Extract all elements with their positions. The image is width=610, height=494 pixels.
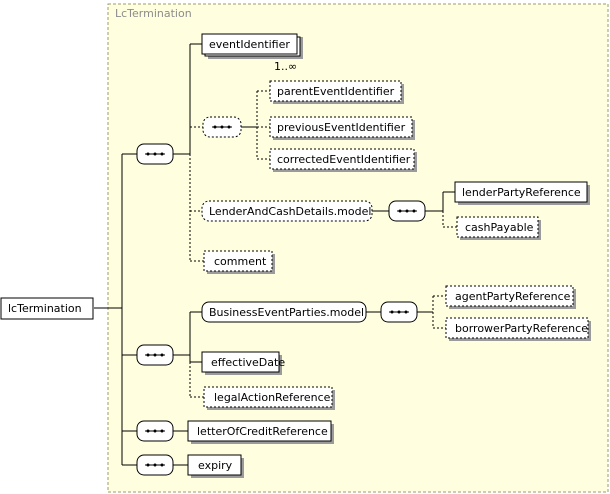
business-event-parties-model-label: BusinessEventParties.model	[209, 306, 364, 319]
sequence-compositor-2[interactable]	[136, 344, 174, 366]
effective-date-label: effectiveDate	[211, 356, 285, 369]
group-lender-and-cash-details-model[interactable]: LenderAndCashDetails.model	[201, 200, 373, 222]
element-borrower-party-reference[interactable]: borrowerPartyReference	[445, 317, 591, 341]
choice-compositor[interactable]	[202, 116, 242, 138]
lender-party-reference-label: lenderPartyReference	[462, 186, 581, 199]
sequence-compositor-4[interactable]	[136, 454, 174, 476]
element-corrected-event-identifier[interactable]: correctedEventIdentifier	[269, 148, 417, 172]
connectors	[94, 43, 457, 466]
multiplicity-label: 1..∞	[274, 60, 297, 73]
element-parent-event-identifier[interactable]: parentEventIdentifier	[269, 80, 404, 104]
expiry-label: expiry	[198, 459, 233, 472]
previous-event-identifier-label: previousEventIdentifier	[277, 121, 406, 134]
cash-payable-label: cashPayable	[465, 221, 534, 234]
sequence-compositor-1[interactable]	[136, 143, 174, 165]
lender-and-cash-details-model-label: LenderAndCashDetails.model	[209, 205, 371, 218]
element-cash-payable[interactable]: cashPayable	[456, 216, 541, 240]
letter-of-credit-reference-label: letterOfCreditReference	[197, 425, 328, 438]
group-business-event-parties-model[interactable]: BusinessEventParties.model	[201, 301, 367, 323]
root-element-lctermination[interactable]: lcTermination	[0, 297, 94, 320]
complex-type-container: LcTermination	[107, 3, 609, 493]
root-element-label: lcTermination	[8, 302, 82, 315]
parties-model-sequence-compositor[interactable]	[380, 301, 418, 323]
legal-action-reference-label: legalActionReference	[214, 391, 331, 404]
element-comment[interactable]: comment	[203, 250, 275, 274]
parent-event-identifier-label: parentEventIdentifier	[277, 85, 395, 98]
element-agent-party-reference[interactable]: agentPartyReference	[445, 285, 576, 309]
element-event-identifier[interactable]: eventIdentifier	[201, 33, 303, 59]
event-identifier-label: eventIdentifier	[209, 38, 290, 51]
sequence-compositor-3[interactable]	[136, 420, 174, 442]
agent-party-reference-label: agentPartyReference	[455, 290, 571, 303]
element-lender-party-reference[interactable]: lenderPartyReference	[454, 181, 590, 205]
borrower-party-reference-label: borrowerPartyReference	[455, 322, 588, 335]
element-expiry[interactable]: expiry	[187, 454, 244, 478]
element-effective-date[interactable]: effectiveDate	[201, 351, 285, 375]
element-legal-action-reference[interactable]: legalActionReference	[203, 386, 335, 410]
corrected-event-identifier-label: correctedEventIdentifier	[277, 153, 411, 166]
lender-model-sequence-compositor[interactable]	[388, 200, 426, 222]
element-previous-event-identifier[interactable]: previousEventIdentifier	[269, 116, 415, 140]
comment-label: comment	[214, 255, 267, 268]
element-letter-of-credit-reference[interactable]: letterOfCreditReference	[187, 420, 334, 444]
type-name-label: LcTermination	[115, 7, 192, 20]
